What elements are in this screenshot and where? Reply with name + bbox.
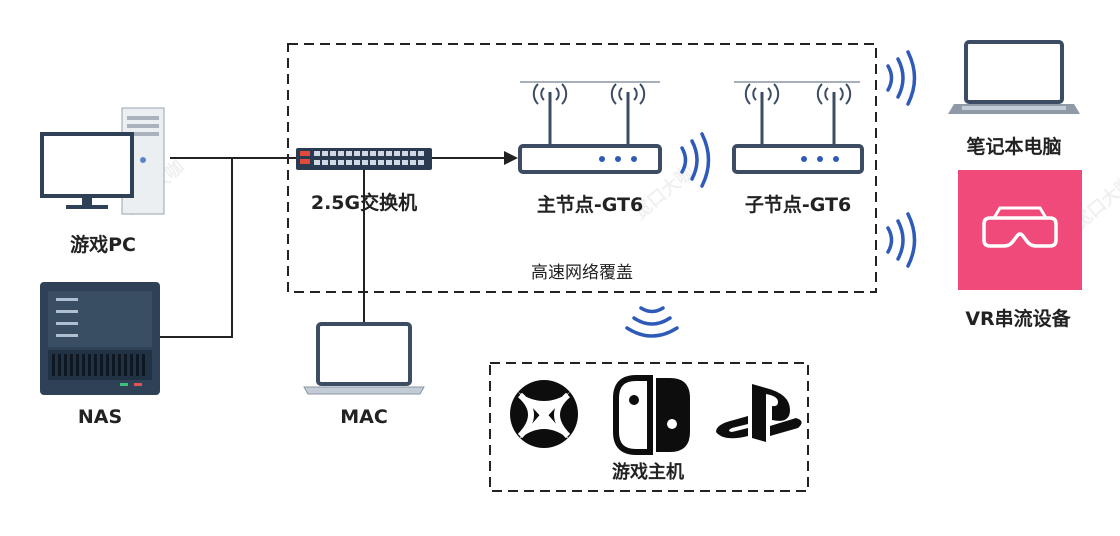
wifi-waves-icon: [625, 306, 679, 338]
mac-label: MAC: [340, 406, 388, 428]
laptop-icon: [948, 40, 1080, 114]
coverage-area-box: [287, 43, 877, 293]
playstation-icon: [716, 384, 802, 442]
wifi-waves-icon: [886, 212, 917, 268]
coverage-label: 高速网络覆盖: [531, 263, 633, 283]
sub-node-router-icon: [732, 81, 864, 174]
link-nas-switch: [160, 158, 233, 338]
sub-node-label: 子节点-GT6: [744, 194, 852, 216]
laptop-label: 笔记本电脑: [966, 136, 1062, 158]
console-group-label: 游戏主机: [612, 462, 684, 483]
gaming-pc-label: 游戏PC: [70, 234, 136, 256]
xbox-icon: [510, 380, 578, 448]
nintendo-switch-icon: [613, 375, 690, 455]
mac-laptop-icon: [303, 322, 425, 395]
switch-icon: [296, 148, 432, 170]
link-switch-mainnode: [432, 151, 518, 165]
wifi-waves-icon: [886, 50, 917, 106]
nas-icon: [40, 282, 160, 395]
main-node-label: 主节点-GT6: [536, 194, 644, 216]
vr-device-label: VR串流设备: [965, 308, 1071, 330]
switch-label: 2.5G交换机: [310, 192, 418, 214]
vr-device-icon: [958, 170, 1082, 290]
wired-links: [160, 157, 365, 338]
main-node-router-icon: [518, 81, 662, 174]
wifi-waves-icon: [680, 132, 711, 188]
gaming-pc-icon: [40, 107, 165, 215]
nas-label: NAS: [77, 406, 123, 428]
